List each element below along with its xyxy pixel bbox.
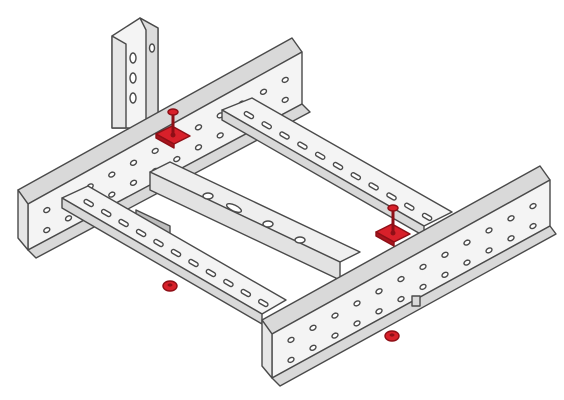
rail-hole [463,259,471,266]
rung-slot [243,110,255,120]
left-rung-slots [83,198,269,308]
rung-slot [350,171,362,181]
red-nut-right [384,330,400,342]
red-clamp-upper [155,108,191,149]
rung-slot [118,218,129,228]
rail-hole [485,247,493,254]
rail-hole [259,88,268,95]
rung-slot [332,161,344,171]
rail-hole [287,356,295,364]
rail-hole [108,171,116,178]
rung-slot [421,212,433,222]
rail-hole [309,324,317,331]
rail-hole [151,147,159,155]
rung-slot [314,151,326,161]
rail-hole [216,132,224,139]
rung-slot [188,258,199,268]
rail-hole [353,320,361,327]
rung-slot [386,192,397,201]
red-clamp-lower [375,204,411,247]
rung-slot [404,202,415,211]
rung-slot [223,278,234,288]
right-rung [221,97,453,237]
rung-slot [100,208,112,218]
rail-hole [353,300,361,307]
rail-hole [309,344,317,351]
rail-hole [375,288,383,295]
rung-slot [261,121,272,130]
rung-slot [135,228,147,238]
rail-hole [441,271,449,278]
rail-hole [507,235,515,242]
rail-hole [281,96,289,104]
right-rung-slots [243,110,433,222]
front-rail-holes [287,202,537,364]
rung-slot [205,268,217,278]
rail-hole [129,159,138,166]
rail-hole [397,295,405,303]
rail-hole [281,76,289,84]
rail-hole [194,144,203,151]
rail-hole [419,263,427,271]
rail-hole [375,308,383,315]
left-rung [61,185,287,325]
rung-slot [368,182,379,191]
rung-slot [258,298,269,308]
hanger-bolt [411,295,421,307]
vertical-support-post [111,17,159,129]
rail-hole [441,251,449,258]
rung-slot [240,288,252,298]
rail-hole [463,239,471,246]
rail-hole [331,332,339,339]
rung-slot [279,131,290,140]
rung-slot [297,141,308,150]
rail-hole [419,283,427,291]
rung-slot [153,238,164,248]
rung-slot [170,248,182,258]
rail-hole [485,227,493,234]
rail-hole [129,179,138,186]
rail-hole [287,336,295,344]
rail-hole [173,155,181,163]
rung-slot [83,198,94,208]
rail-hole [108,191,116,198]
rail-hole [194,124,203,131]
rail-hole [397,275,405,283]
rail-hole [331,312,339,319]
rail-hole [529,202,537,210]
rail-hole [43,206,51,214]
front-side-rail [261,165,557,387]
rail-hole [507,215,515,222]
rail-hole [43,226,51,234]
rail-hole [64,215,73,222]
red-nut-left [162,280,178,292]
rail-hole [529,222,537,230]
